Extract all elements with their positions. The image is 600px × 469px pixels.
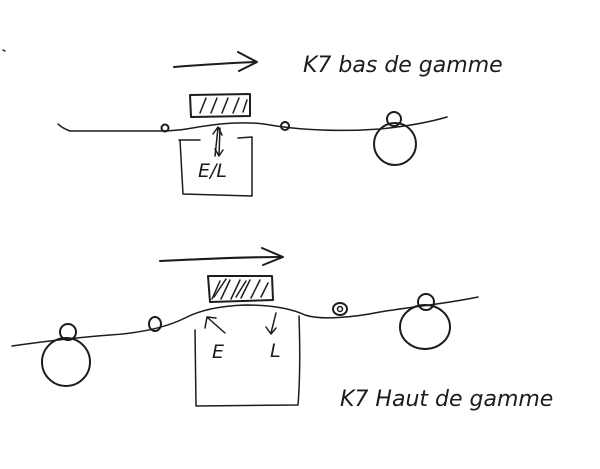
combined-head-label: E/L <box>198 160 227 182</box>
diagram-high-end: E L K7 Haut de gamme <box>11 247 553 412</box>
tape-path <box>11 296 479 347</box>
guide-roller-left <box>160 123 170 133</box>
guide-roller-left <box>148 316 162 332</box>
read-head-arrow <box>265 312 277 335</box>
diagram-low-end: E/L K7 bas de gamme <box>57 51 503 197</box>
combined-head-block <box>178 136 253 197</box>
head-block <box>194 315 301 407</box>
guide-roller-right <box>280 121 290 131</box>
stray-mark <box>2 49 6 52</box>
tape-direction-arrow <box>159 247 284 266</box>
read-head-label: L <box>270 340 281 362</box>
take-up-reel <box>399 293 451 350</box>
guide-roller-right <box>332 302 348 316</box>
tape-reel <box>373 111 417 166</box>
head-contact-arrow <box>212 126 224 157</box>
tape-path <box>57 116 448 132</box>
supply-reel <box>41 323 91 387</box>
tape-direction-arrow <box>173 51 258 72</box>
diagram-title-high-end: K7 Haut de gamme <box>340 387 553 412</box>
pressure-pad <box>207 275 274 303</box>
diagram-title-low-end: K7 bas de gamme <box>303 53 503 78</box>
erase-head-arrow <box>204 316 226 334</box>
pressure-pad <box>189 93 251 118</box>
erase-head-label: E <box>212 341 224 363</box>
